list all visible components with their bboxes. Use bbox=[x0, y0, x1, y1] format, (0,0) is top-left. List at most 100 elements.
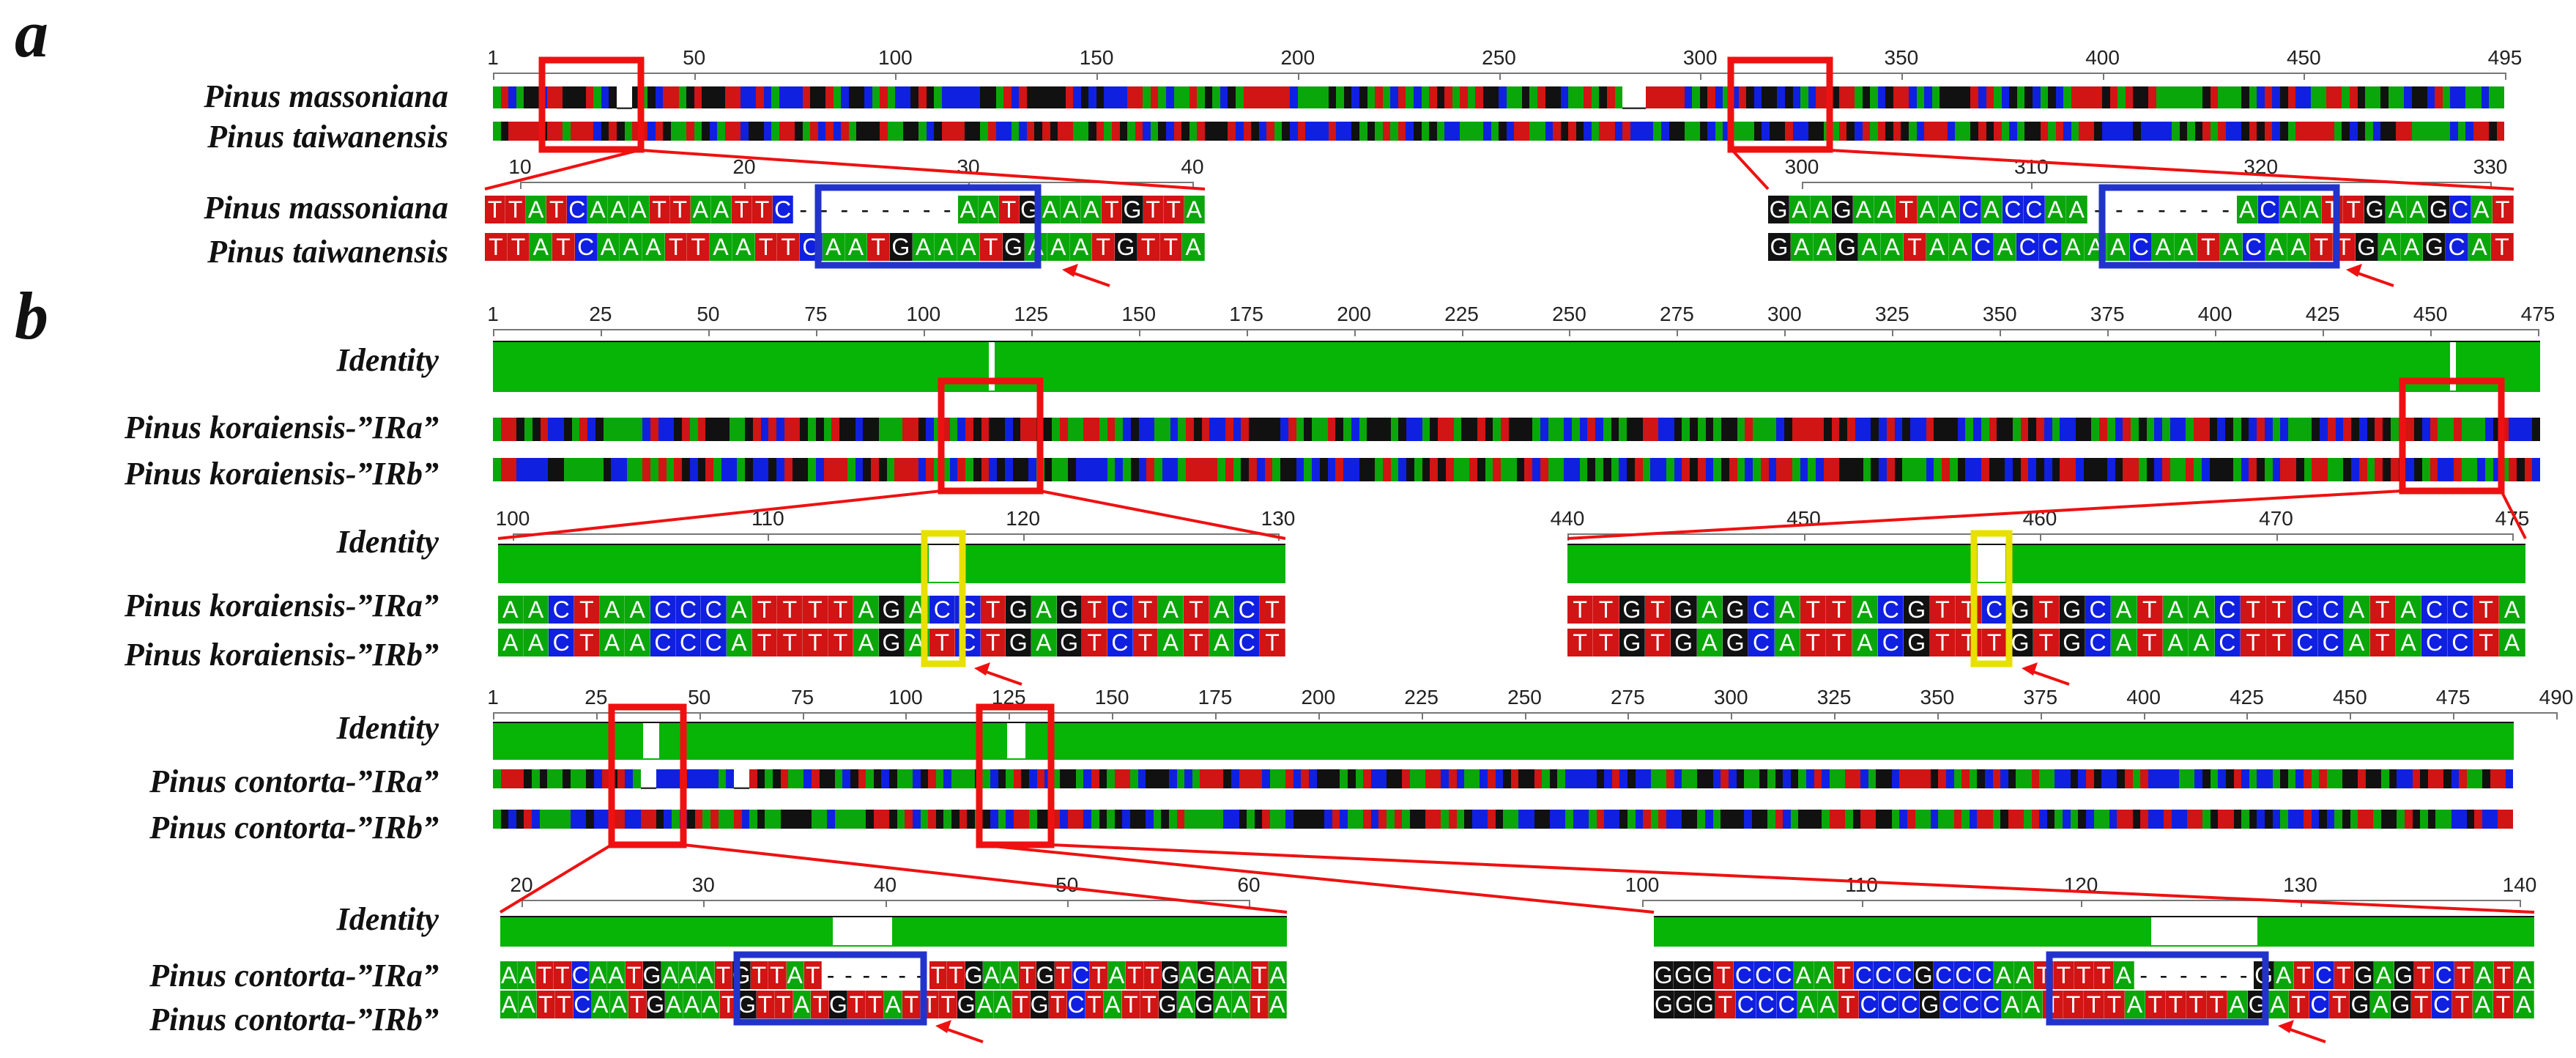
contorta-zoom1-ruler-tick-mark bbox=[1249, 900, 1250, 907]
contorta-irb-overview-segment bbox=[2046, 810, 2055, 829]
contorta-irb-overview-segment bbox=[749, 810, 757, 829]
contorta-zoom2-ruler-tick-label: 140 bbox=[2502, 873, 2537, 896]
contorta-zoom2-ruler-tick-mark bbox=[2520, 900, 2521, 907]
contorta-irb-overview-segment bbox=[547, 810, 555, 829]
contorta-ira-overview-segment bbox=[578, 769, 587, 788]
massoniana-overview-segment bbox=[926, 86, 935, 108]
contorta-ira-overview-segment bbox=[1650, 769, 1659, 788]
massoniana-overview bbox=[493, 86, 2505, 119]
massoniana-overview-segment bbox=[2140, 86, 2149, 108]
koraiensis-ira-overview-segment bbox=[1461, 418, 1469, 441]
koraiensis-irb-overview-segment bbox=[2509, 458, 2517, 481]
gap-cell: - bbox=[855, 196, 876, 223]
taiwanensis-overview-segment bbox=[2218, 122, 2226, 141]
koraiensis-irb-overview-segment bbox=[1438, 458, 1446, 481]
koraiensis-irb-overview-segment bbox=[1445, 458, 1454, 481]
contorta-ira-overview-segment bbox=[2373, 769, 2382, 788]
koraiensis-ira-overview-segment bbox=[1894, 418, 1903, 441]
base-A: A bbox=[2268, 991, 2289, 1018]
massoniana-overview-segment bbox=[2279, 86, 2288, 108]
contorta-irb-overview-segment bbox=[640, 810, 649, 829]
taiwanensis-overview-segment bbox=[972, 122, 981, 141]
massoniana-overview-segment bbox=[2071, 86, 2079, 108]
koraiensis-ira-overview-segment bbox=[1658, 418, 1666, 441]
koraiensis-ira-overview-segment bbox=[2484, 418, 2493, 441]
koraiensis-irb-overview-segment bbox=[1516, 458, 1525, 481]
base-A: A bbox=[1231, 991, 1250, 1018]
koraiensis-ira-overview-segment bbox=[1666, 418, 1674, 441]
base-A: A bbox=[599, 596, 626, 624]
base-G: G bbox=[2355, 233, 2378, 261]
massoniana-overview-segment bbox=[2187, 86, 2195, 108]
contorta-irb-overview-segment bbox=[532, 810, 540, 829]
koraiensis-ira-overview-segment bbox=[1162, 418, 1170, 441]
base-T: T bbox=[1800, 629, 1827, 656]
contorta-ira-overview-segment bbox=[539, 769, 548, 788]
contorta-irb-overview-segment bbox=[1308, 810, 1317, 829]
koraiensis-irb-overview-segment bbox=[1138, 458, 1147, 481]
massoniana-overview-segment bbox=[1994, 86, 2002, 108]
taiwanensis-overview-segment bbox=[1908, 122, 1917, 141]
taiwanensis-overview-segment bbox=[2016, 122, 2025, 141]
massoniana-overview-segment bbox=[1274, 86, 1283, 108]
massoniana-overview-segment bbox=[887, 86, 896, 108]
massoniana-overview-segment bbox=[1846, 86, 1855, 108]
contorta-irb-overview-segment bbox=[1099, 810, 1107, 829]
koraiensis-irb-overview-segment bbox=[705, 458, 713, 481]
massoniana-overview-segment bbox=[910, 86, 918, 108]
koraiensis-ira-overview-segment bbox=[2477, 418, 2485, 441]
contorta-irb-overview-segment bbox=[772, 810, 781, 829]
contorta-zoom1-connector-right bbox=[683, 843, 1288, 914]
gap-cell: - bbox=[937, 196, 958, 223]
koraiensis-zoom2-arrow-head bbox=[2022, 662, 2038, 676]
massoniana-overview-segment bbox=[1080, 86, 1089, 108]
contorta-irb-overview-segment bbox=[2225, 810, 2234, 829]
taiwanensis-overview-segment bbox=[1707, 122, 1715, 141]
koraiensis-irb-overview-segment bbox=[2005, 458, 2013, 481]
massoniana-overview-segment bbox=[1855, 86, 1863, 108]
massoniana-overview-segment bbox=[2473, 86, 2482, 108]
contorta-irb-overview-segment bbox=[1083, 810, 1091, 829]
contorta-ira-overview-segment bbox=[1169, 769, 1177, 788]
taiwanensis-overview-segment bbox=[934, 122, 942, 141]
koraiensis-irb-overview-segment bbox=[571, 458, 580, 481]
koraiensis-irb-overview-segment bbox=[1217, 458, 1225, 481]
massoniana-overview-segment bbox=[1491, 86, 1499, 108]
koraiensis-ruler-tick-mark bbox=[2107, 329, 2109, 336]
contorta-irb-overview-segment bbox=[811, 810, 820, 829]
massoniana-overview-segment bbox=[1622, 86, 1630, 119]
label-contorta-ira: Pinus contorta-”IRa” bbox=[149, 763, 439, 799]
massoniana-overview-segment bbox=[1838, 86, 1847, 108]
a-highlight-right bbox=[1727, 56, 1833, 153]
a-zoom1-ruler-tick-mark bbox=[1192, 182, 1194, 189]
contorta-ira-overview-segment bbox=[601, 769, 610, 788]
massoniana-overview-segment bbox=[810, 86, 818, 108]
base-A: A bbox=[2022, 991, 2044, 1018]
taiwanensis-overview-segment bbox=[941, 122, 950, 141]
koraiensis-irb-overview-segment bbox=[2421, 458, 2430, 481]
contorta-ira-overview-segment bbox=[1146, 769, 1154, 788]
a-zoom1-ruler-tick-mark bbox=[520, 182, 521, 189]
contorta-irb-overview-segment bbox=[2164, 810, 2172, 829]
koraiensis-ira-overview-segment bbox=[2138, 418, 2147, 441]
label-koraiensis-irb-zoom: Pinus koraiensis-”IRb” bbox=[124, 637, 439, 673]
massoniana-overview-segment bbox=[1660, 86, 1669, 108]
taiwanensis-overview-segment bbox=[2465, 122, 2473, 141]
label-contorta-irb-zoom: Pinus contorta-”IRb” bbox=[149, 1002, 439, 1037]
massoniana-overview-segment bbox=[1692, 86, 1700, 108]
massoniana-overview-segment bbox=[1382, 86, 1391, 108]
taiwanensis-overview-segment bbox=[1831, 122, 1839, 141]
koraiensis-ira-overview-segment bbox=[1784, 418, 1792, 441]
gap-cell: - bbox=[2109, 196, 2131, 223]
contorta-ira-overview-segment bbox=[749, 769, 757, 788]
base-A: A bbox=[2274, 961, 2294, 989]
base-A: A bbox=[994, 991, 1013, 1018]
contorta-ira-overview-segment bbox=[1153, 769, 1162, 788]
koraiensis-irb-overview-segment bbox=[1934, 458, 1942, 481]
taiwanensis-overview-segment bbox=[2117, 122, 2126, 141]
base-T: T bbox=[1715, 991, 1736, 1018]
massoniana-overview-segment bbox=[1638, 86, 1646, 119]
koraiensis-ruler-tick-mark bbox=[2215, 329, 2217, 336]
koraiensis-ira-overview-segment bbox=[808, 418, 816, 441]
